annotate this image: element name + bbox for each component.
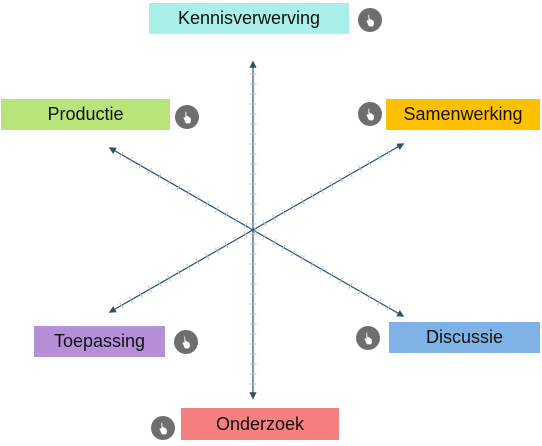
- axis-tick: [166, 274, 172, 282]
- label-kennisverwerving[interactable]: Kennisverwerving: [149, 3, 349, 34]
- axis-tick: [233, 216, 239, 224]
- axis-tick: [119, 151, 124, 158]
- axis-tick: [243, 231, 248, 238]
- axis-tick: [224, 241, 229, 249]
- hand-pointer-icon: [159, 422, 167, 435]
- axis-tick: [338, 176, 344, 183]
- axis-tick: [357, 165, 363, 172]
- axis-tick: [357, 288, 363, 295]
- axis-tick: [291, 249, 296, 257]
- axis-tick: [186, 189, 191, 197]
- label-discussie[interactable]: Discussie: [389, 322, 540, 353]
- hand-button-discussie[interactable]: [356, 326, 380, 350]
- axis-tick: [376, 299, 382, 306]
- axis-tick: [348, 170, 353, 178]
- axis-tick: [205, 200, 210, 208]
- label-onderzoek[interactable]: Onderzoek: [181, 408, 339, 440]
- axis-tick: [195, 195, 200, 202]
- axis-tick: [319, 187, 325, 194]
- axis-tick: [119, 302, 124, 309]
- axis-tick: [338, 277, 344, 284]
- axis-tick: [214, 205, 220, 213]
- axis-tick: [271, 238, 277, 246]
- axis-tick: [376, 154, 382, 161]
- axis-tick: [386, 148, 391, 156]
- axis-tick: [176, 184, 181, 191]
- axis-tick: [319, 266, 325, 273]
- axis-tick: [367, 293, 372, 301]
- hand-button-toepassing[interactable]: [174, 330, 198, 354]
- axis-tick: [224, 211, 229, 219]
- hand-pointer-icon: [182, 336, 190, 349]
- axis-tick: [128, 156, 134, 164]
- hand-button-productie[interactable]: [175, 105, 199, 129]
- axis-tick: [147, 167, 153, 175]
- axis-tick: [348, 282, 353, 290]
- hand-pointer-icon: [183, 111, 191, 124]
- axis-tick: [186, 263, 191, 271]
- axis-tick: [128, 296, 134, 304]
- label-productie[interactable]: Productie: [1, 99, 170, 130]
- axis-tick: [147, 285, 153, 293]
- axis-tick: [310, 260, 315, 268]
- axis-diagonal-2: [108, 143, 405, 313]
- axis-tick: [329, 181, 334, 189]
- hand-button-samenwerking[interactable]: [358, 102, 382, 126]
- axis-tick: [138, 162, 143, 169]
- axis-tick: [291, 203, 296, 211]
- axis-tick: [176, 269, 181, 276]
- axis-tick: [243, 222, 248, 229]
- axis-tick: [195, 258, 200, 265]
- hand-button-onderzoek[interactable]: [151, 416, 175, 440]
- axis-tick: [281, 209, 286, 216]
- axis-tick: [281, 244, 286, 251]
- axis-tick: [233, 236, 239, 244]
- axis-tick: [329, 271, 334, 279]
- axis-tick: [386, 304, 391, 312]
- axis-tick: [157, 173, 162, 180]
- axis-tick: [252, 225, 258, 233]
- hand-pointer-icon: [364, 332, 372, 345]
- axis-tick: [300, 198, 305, 205]
- axis-tick: [138, 291, 143, 298]
- axis-tick: [157, 280, 162, 287]
- axis-tick: [166, 178, 172, 186]
- axis-tick: [262, 233, 267, 240]
- label-toepassing[interactable]: Toepassing: [34, 326, 165, 357]
- axis-tick: [271, 214, 277, 222]
- label-samenwerking[interactable]: Samenwerking: [386, 99, 540, 130]
- hand-pointer-icon: [366, 14, 374, 27]
- hand-button-kennisverwerving[interactable]: [358, 8, 382, 32]
- axis-tick: [300, 255, 305, 262]
- axis-tick: [214, 247, 220, 255]
- axis-tick: [262, 220, 267, 227]
- axis-tick: [310, 192, 315, 200]
- axis-tick: [367, 159, 372, 167]
- axis-tick: [205, 252, 210, 260]
- hand-pointer-icon: [366, 108, 374, 121]
